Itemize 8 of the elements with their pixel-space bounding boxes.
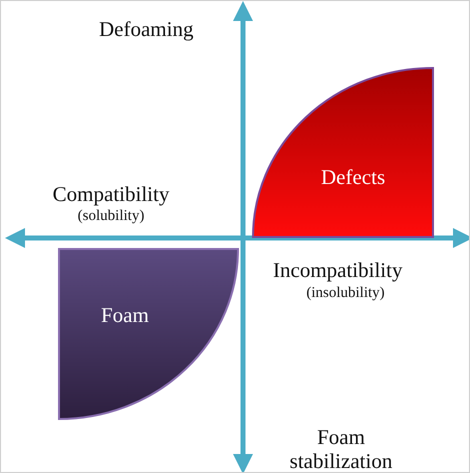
quadrant-label: Defects <box>321 165 386 190</box>
axis-label: Compatibility <box>52 182 170 207</box>
axis-note: (insolubility) <box>305 285 386 302</box>
axis-label: Incompatibility <box>273 258 404 283</box>
axis-note: (solubility) <box>76 208 146 225</box>
quadrant-label: Foam <box>101 303 149 328</box>
axis-label: Defoaming <box>99 17 194 42</box>
axis-label: Foam stabilization <box>288 425 394 472</box>
